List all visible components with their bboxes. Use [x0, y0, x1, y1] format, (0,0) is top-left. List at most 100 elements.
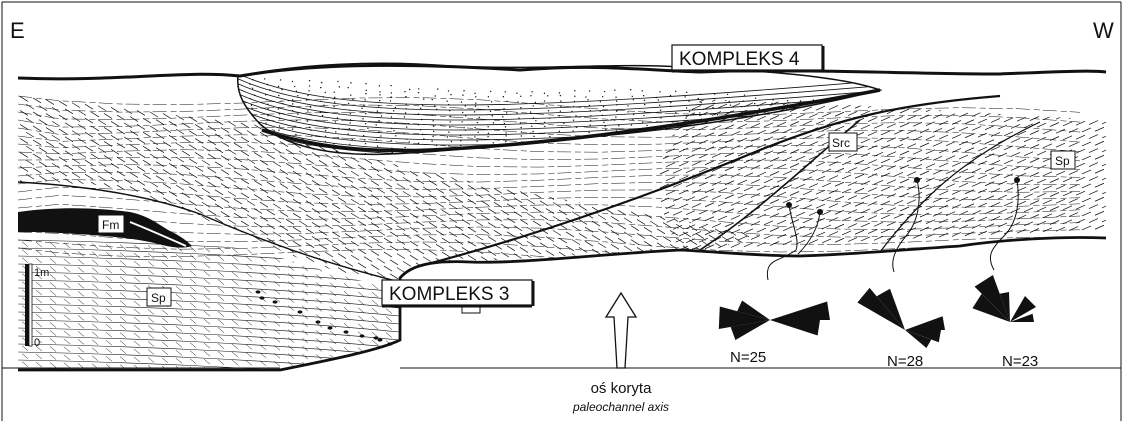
foreset-tick: [150, 154, 158, 159]
foreset-tick: [111, 163, 119, 168]
foreset-tick: [143, 132, 151, 137]
direction-west-label: W: [1093, 18, 1114, 43]
ripple-tick: [868, 188, 877, 192]
foreset-tick: [488, 167, 496, 172]
sand-grain: [347, 134, 348, 135]
sand-grain: [423, 98, 424, 99]
sand-grain: [799, 176, 800, 177]
planar-foreset: [148, 317, 154, 322]
foreset-tick: [78, 166, 86, 171]
ripple-tick: [874, 208, 883, 212]
sand-grain: [391, 92, 392, 93]
foreset-tick: [488, 153, 496, 158]
foreset-tick: [670, 272, 678, 277]
ripple-tick: [809, 240, 818, 244]
foreset-tick: [553, 314, 561, 319]
foreset-tick: [423, 257, 431, 262]
ripple-tick: [796, 226, 805, 230]
planar-foreset: [218, 304, 224, 309]
ripple-tick: [796, 156, 805, 160]
sand-grain: [841, 171, 842, 172]
foreset-tick: [566, 302, 574, 307]
sand-grain: [492, 115, 493, 116]
foreset-tick: [501, 196, 509, 201]
foreset-tick: [696, 276, 704, 281]
foreset-tick: [124, 165, 132, 170]
ripple-tick: [1063, 192, 1072, 196]
sand-grain: [393, 130, 394, 131]
foreset-tick: [702, 185, 710, 190]
foreset-tick: [559, 266, 567, 271]
foreset-tick: [293, 255, 301, 260]
sand-grain: [631, 124, 632, 125]
foreset-tick: [709, 263, 717, 268]
sand-grain: [602, 96, 603, 97]
sand-grain: [644, 139, 645, 140]
foreset-tick: [670, 328, 678, 333]
sand-grain: [251, 108, 252, 109]
ripple-tick: [887, 180, 896, 184]
sand-grain: [365, 93, 366, 94]
pebble: [374, 336, 379, 339]
planar-foreset: [372, 324, 378, 329]
foreset-tick: [117, 199, 125, 204]
sand-grain: [661, 152, 662, 153]
planar-foreset: [50, 379, 56, 384]
sand-grain: [505, 91, 506, 92]
foreset-tick: [696, 304, 704, 309]
sand-grain: [688, 100, 689, 101]
planar-foreset: [190, 335, 196, 340]
foreset-tick: [111, 121, 119, 126]
planar-foreset: [302, 378, 308, 383]
planar-foreset: [358, 308, 364, 313]
foreset-tick: [774, 215, 782, 220]
sand-grain: [487, 126, 488, 127]
sand-grain: [292, 81, 293, 82]
foreset-tick: [208, 210, 216, 215]
planar-foreset: [330, 307, 336, 312]
scale-bar-top-label: 1m: [34, 267, 49, 279]
foreset-tick: [442, 210, 450, 215]
sand-grain: [870, 173, 871, 174]
foreset-tick: [631, 184, 639, 189]
sand-grain: [448, 132, 449, 133]
planar-foreset: [176, 262, 182, 267]
planar-foreset: [218, 336, 224, 341]
sand-grain: [334, 92, 335, 93]
sand-grain: [250, 139, 251, 140]
ripple-tick: [1095, 197, 1104, 201]
planar-foreset: [386, 325, 392, 330]
sand-grain: [686, 92, 687, 93]
foreset-tick: [78, 236, 86, 241]
foreset-tick: [481, 201, 489, 206]
ripple-tick: [770, 172, 779, 176]
foreset-tick: [748, 198, 756, 203]
foreset-tick: [52, 163, 60, 168]
sand-grain: [378, 105, 379, 106]
ripple-tick: [660, 212, 669, 216]
sand-grain: [376, 139, 377, 140]
sand-grain: [423, 138, 424, 139]
planar-foreset: [344, 251, 350, 256]
foreset-tick: [273, 246, 281, 251]
ripple-tick: [933, 170, 942, 174]
ripple-tick: [1089, 205, 1098, 209]
sand-grain: [616, 100, 617, 101]
foreset-tick: [182, 151, 190, 156]
planar-foreset: [120, 381, 126, 386]
ripple-tick: [1004, 174, 1013, 178]
foreset-tick: [260, 286, 268, 291]
sand-grain: [310, 155, 311, 156]
foreset-tick: [195, 264, 203, 269]
foreset-tick: [137, 124, 145, 129]
planar-foreset: [218, 376, 224, 381]
foreset-tick: [156, 120, 164, 125]
planar-foreset: [134, 277, 140, 282]
foreset-tick: [514, 170, 522, 175]
foreset-tick: [481, 215, 489, 220]
sand-grain: [717, 114, 718, 115]
ripple-tick: [803, 191, 812, 195]
planar-foreset: [50, 347, 56, 352]
planar-foreset: [372, 388, 378, 393]
planar-foreset: [22, 362, 28, 367]
